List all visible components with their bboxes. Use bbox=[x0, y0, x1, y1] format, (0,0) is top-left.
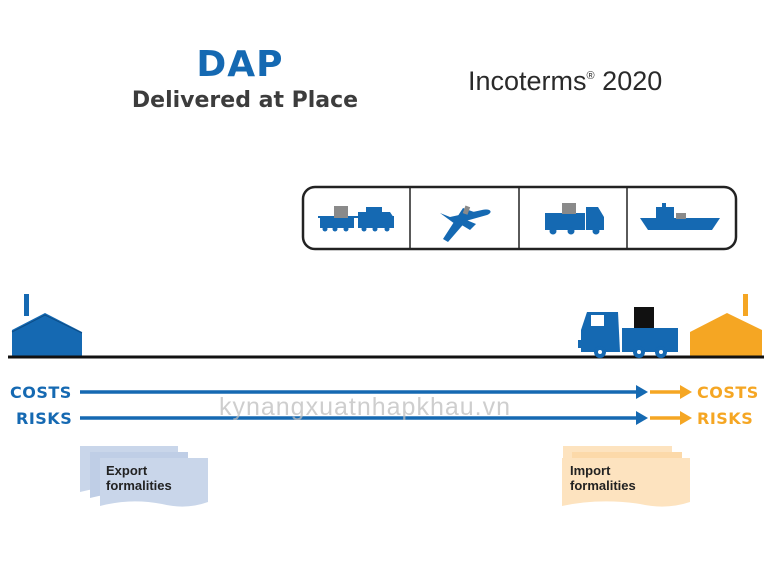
page-title: DAP bbox=[196, 44, 284, 85]
costs-label-buyer: COSTS bbox=[697, 383, 759, 402]
brand-text: Incoterms bbox=[468, 66, 587, 96]
buyer-warehouse-icon bbox=[690, 294, 762, 356]
watermark: kynangxuatnhapkhau.vn bbox=[218, 393, 512, 421]
airplane-icon bbox=[440, 205, 491, 242]
import-documents-icon bbox=[562, 446, 690, 507]
costs-label-seller: COSTS bbox=[10, 383, 72, 402]
export-formalities-label: Export formalities bbox=[106, 463, 206, 493]
risks-arrow bbox=[80, 411, 692, 425]
train-icon bbox=[318, 206, 394, 232]
risks-label-buyer: RISKS bbox=[697, 409, 754, 428]
brand-year: 2020 bbox=[602, 66, 663, 96]
import-label-line1: Import bbox=[570, 463, 611, 478]
delivery-truck-icon bbox=[578, 307, 678, 358]
export-label-line1: Export bbox=[106, 463, 148, 478]
ship-icon bbox=[640, 203, 720, 230]
page-subtitle: Delivered at Place bbox=[131, 88, 359, 113]
transport-panel bbox=[301, 185, 738, 251]
import-formalities-label: Import formalities bbox=[570, 463, 670, 493]
seller-warehouse-icon bbox=[11, 294, 83, 356]
incoterms-brand: Incoterms® 2020 bbox=[468, 66, 662, 97]
risks-label-seller: RISKS bbox=[16, 409, 73, 428]
export-documents-icon bbox=[80, 446, 208, 507]
truck-icon bbox=[545, 203, 604, 235]
import-label-line2: formalities bbox=[570, 478, 636, 493]
export-label-line2: formalities bbox=[106, 478, 172, 493]
brand-registered-mark: ® bbox=[586, 70, 595, 82]
costs-arrow bbox=[80, 385, 692, 399]
